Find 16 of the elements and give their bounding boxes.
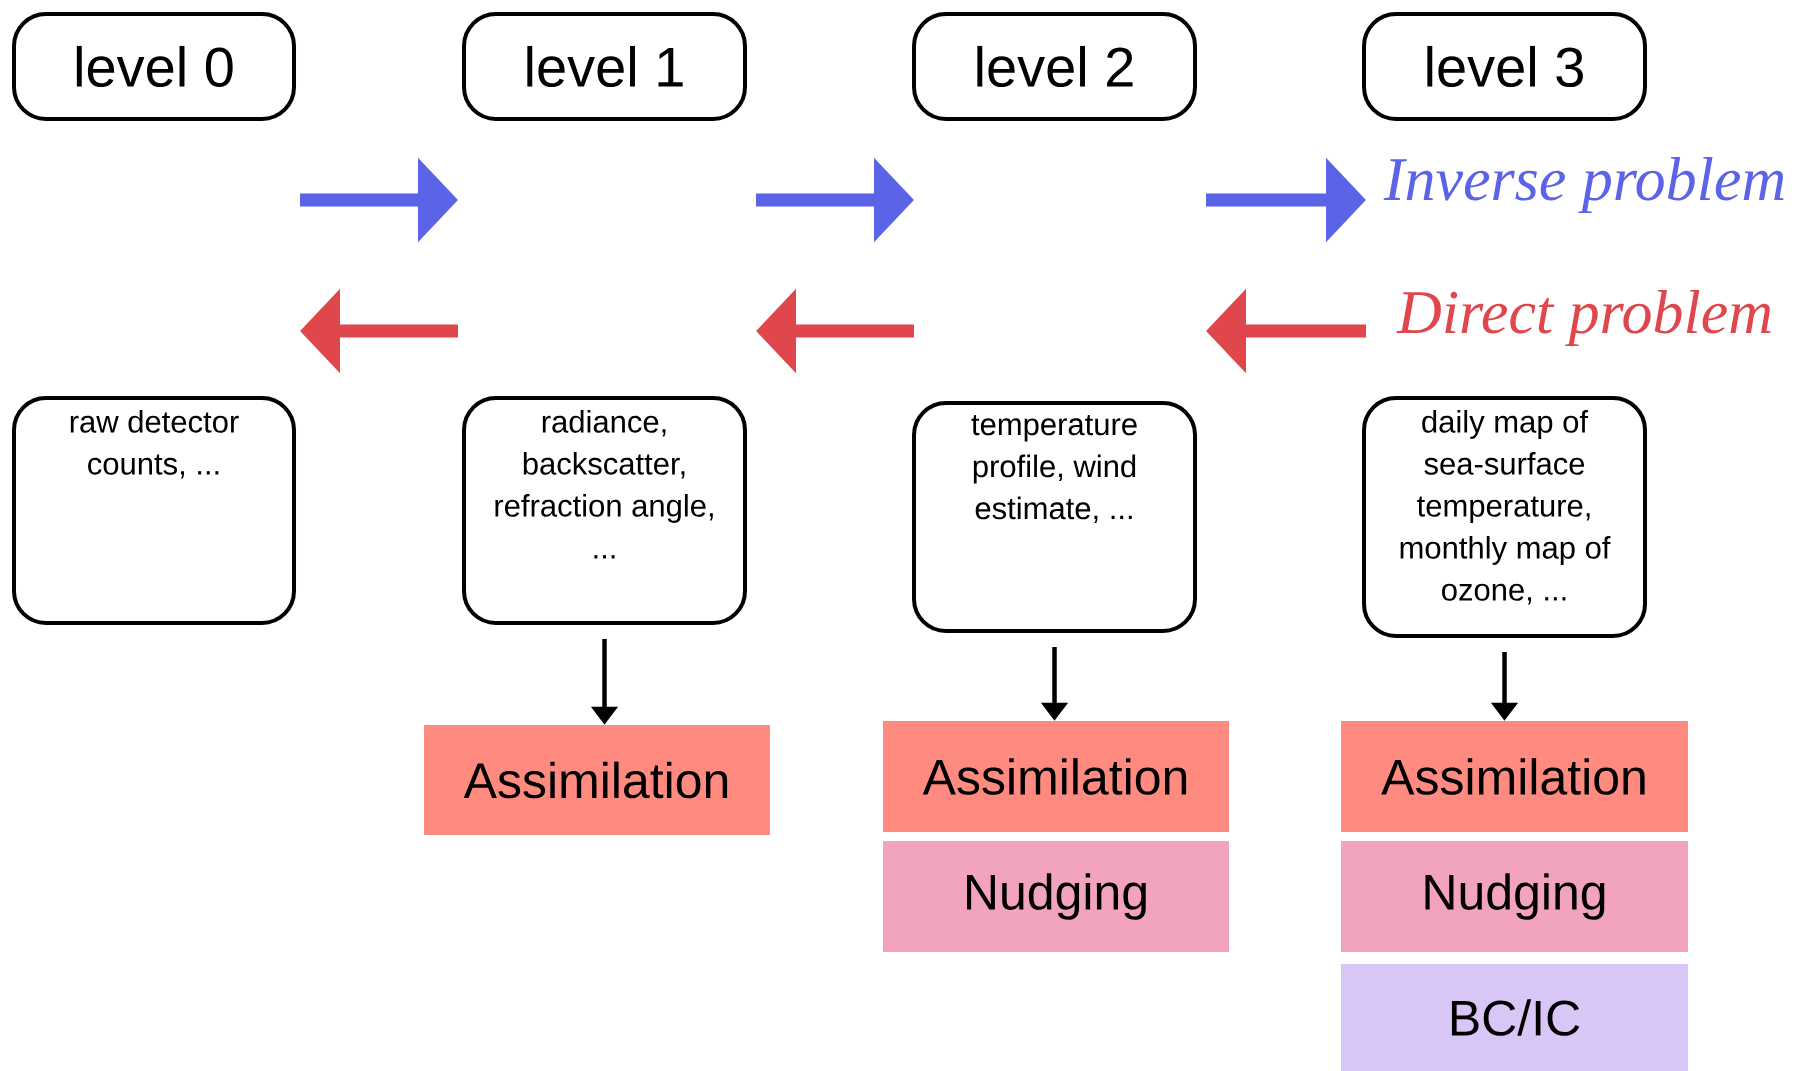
method-box: Assimilation	[424, 725, 770, 835]
data-box: temperature profile, wind estimate, ...	[912, 401, 1197, 633]
method-box: Nudging	[883, 841, 1229, 952]
problem-label: Inverse problem	[1383, 156, 1784, 214]
method-box: Nudging	[1341, 841, 1688, 952]
level-box: level 2	[912, 12, 1197, 121]
problem-label: Direct problem	[1396, 289, 1771, 347]
method-box: Assimilation	[1341, 721, 1688, 832]
data-box: daily map of sea-surface temperature, monthly map of ozone, ...	[1362, 396, 1647, 638]
level-box: level 0	[12, 12, 296, 121]
method-box: BC/IC	[1341, 964, 1688, 1071]
method-box: Assimilation	[883, 721, 1229, 832]
level-box: level 3	[1362, 12, 1647, 121]
data-box: raw detector counts, ...	[12, 396, 296, 625]
level-box: level 1	[462, 12, 747, 121]
data-box: radiance, backscatter, refraction angle, ...	[462, 396, 747, 625]
